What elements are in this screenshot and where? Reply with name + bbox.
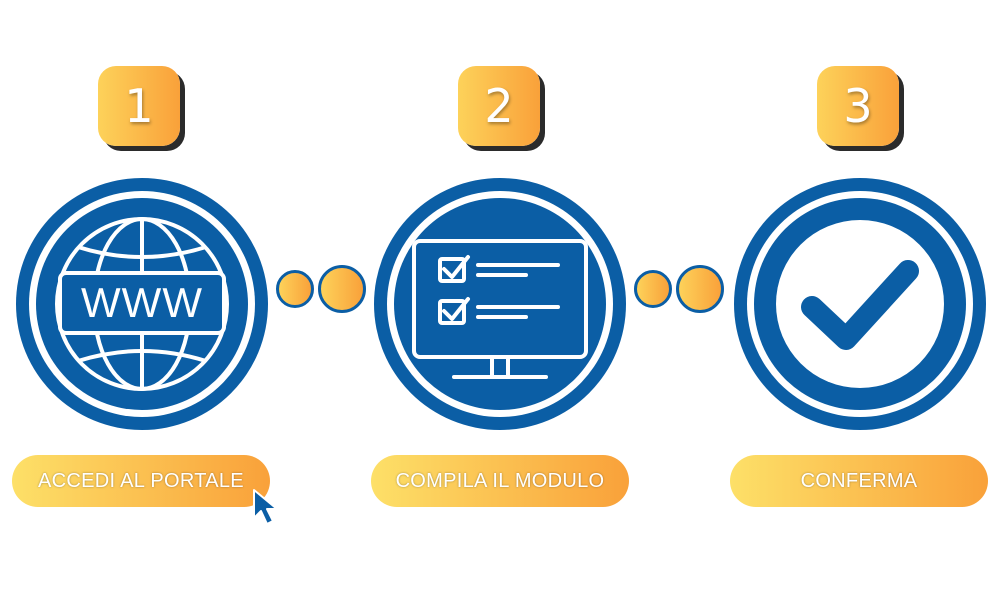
- connector-dot-1b: [318, 265, 366, 313]
- step-2-label-button[interactable]: COMPILA IL MODULO: [371, 455, 629, 507]
- step-3-label-button[interactable]: CONFERMA: [730, 455, 988, 507]
- mouse-cursor-icon: [253, 489, 278, 525]
- connector-dot-2a: [634, 270, 672, 308]
- step-2-number-badge: 2: [458, 66, 540, 146]
- checkmark-icon: [801, 260, 919, 350]
- globe-www-text: WWW: [81, 279, 203, 326]
- connector-dot-1a: [276, 270, 314, 308]
- step-3-circle: [734, 178, 986, 430]
- monitor-checklist-icon: [412, 239, 588, 379]
- step-1-number-badge: 1: [98, 66, 180, 146]
- connector-dot-2b: [676, 265, 724, 313]
- step-1-circle: WWW: [16, 178, 268, 430]
- step-1-label-button[interactable]: ACCEDI AL PORTALE: [12, 455, 270, 507]
- step-2-circle: [374, 178, 626, 430]
- step-3-number-badge: 3: [817, 66, 899, 146]
